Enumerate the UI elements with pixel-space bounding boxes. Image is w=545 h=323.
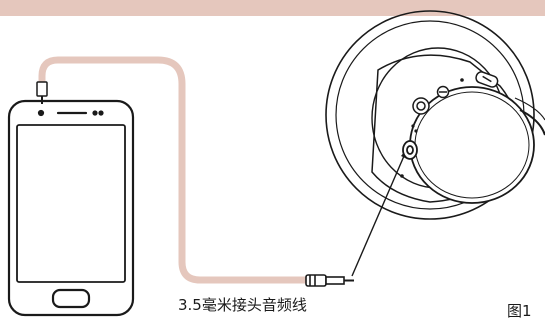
speaker-jack-plug (305, 274, 354, 287)
led-dot-icon (400, 174, 404, 178)
screw-icon (436, 85, 450, 99)
leader-line (351, 155, 405, 277)
volume-button-icon (412, 97, 430, 115)
top-band (0, 0, 545, 16)
phone-jack-plug (36, 81, 48, 104)
small-dot-icon (460, 78, 464, 82)
audio-cable (38, 56, 312, 284)
aux-in-port-icon (402, 140, 418, 160)
smartphone-icon (7, 99, 135, 317)
speaker-device-icon (325, 10, 545, 220)
power-button-icon (475, 71, 499, 88)
cable-caption: 3.5毫米接头音频线 (178, 296, 307, 314)
port-indicator-dots (411, 124, 418, 133)
figure-number: 图1 (507, 302, 532, 320)
